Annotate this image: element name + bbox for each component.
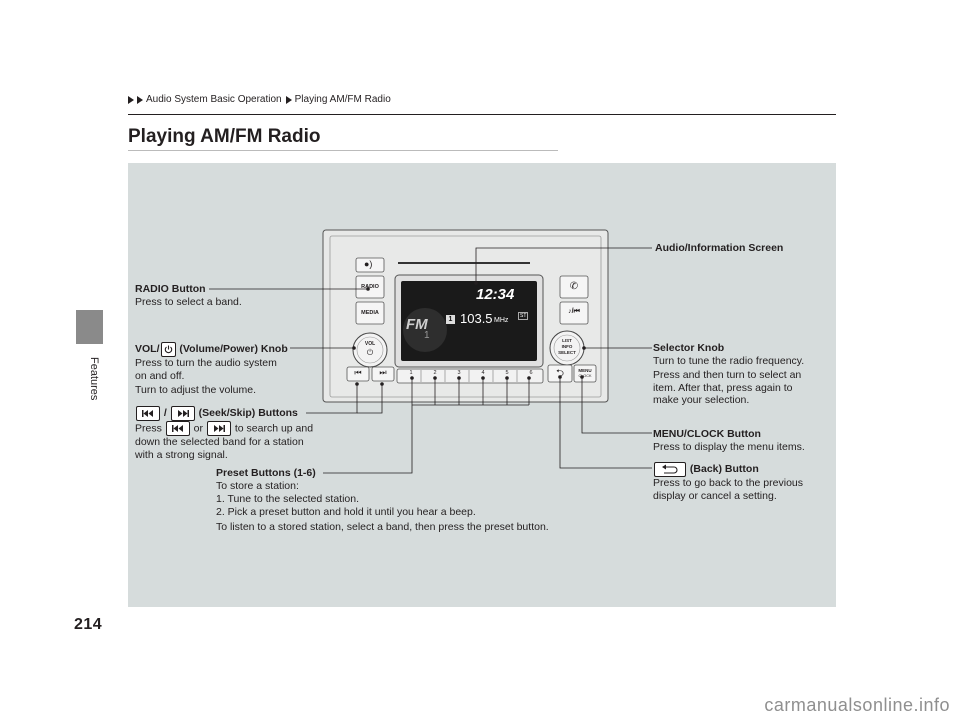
callout-radio: RADIO Button Press to select a band. xyxy=(135,283,242,308)
header-rule xyxy=(128,114,836,115)
callout-vol-prefix: VOL/ xyxy=(135,343,160,356)
callout-radio-desc: Press to select a band. xyxy=(135,295,242,308)
page-number: 214 xyxy=(74,616,103,633)
breadcrumb-item[interactable]: Playing AM/FM Radio xyxy=(294,94,391,105)
callout-selector-title: Selector Knob xyxy=(653,342,725,354)
selector-knob-select: SELECT xyxy=(558,350,576,355)
callout-vol-suffix: (Volume/Power) Knob xyxy=(176,343,288,356)
preset-button-4[interactable]: 4 xyxy=(481,370,485,376)
seek-down-icon xyxy=(136,406,160,421)
back-icon xyxy=(654,462,686,477)
callout-screen-title: Audio/Information Screen xyxy=(655,242,784,254)
callout-selector-line2: Press and then turn to select an xyxy=(653,369,802,381)
screen-band: FM xyxy=(406,316,428,333)
selector-knob-info: INFO xyxy=(561,344,573,349)
preset-button-6[interactable]: 6 xyxy=(529,370,533,376)
power-icon: ⏻ xyxy=(366,348,374,357)
seek-down-icon[interactable]: ⏮ xyxy=(354,368,362,377)
callout-screen: Audio/Information Screen xyxy=(655,242,783,255)
callout-vol-line3: Turn to adjust the volume. xyxy=(135,384,257,396)
screen-unit: MHz xyxy=(494,317,509,324)
radio-button[interactable]: RADIO xyxy=(361,284,379,290)
callout-selector-line1: Turn to tune the radio frequency. xyxy=(653,354,805,367)
callout-preset-title: Preset Buttons (1-6) xyxy=(216,467,316,479)
callout-seek-l1-or: or xyxy=(190,422,206,435)
callout-preset-line4: To listen to a stored station, select a … xyxy=(216,521,549,533)
screen-clock: 12:34 xyxy=(476,286,515,303)
callout-preset-line1: To store a station: xyxy=(216,479,299,492)
preset-button-2[interactable]: 2 xyxy=(433,370,437,376)
callout-selector-line4: make your selection. xyxy=(653,394,750,406)
callout-seek: / (Seek/Skip) Buttons Press or to search… xyxy=(135,406,313,461)
screen-preset-badge: 1 xyxy=(446,315,455,324)
callout-vol-line1: Press to turn the audio system xyxy=(135,357,277,369)
callout-preset-line3: 2. Pick a preset button and hold it unti… xyxy=(216,505,476,518)
vol-knob-label[interactable]: VOL xyxy=(364,341,376,347)
callout-back-suffix: (Back) Button xyxy=(687,463,759,476)
callout-vol: VOL/ (Volume/Power) Knob Press to turn t… xyxy=(135,342,288,397)
selector-knob-list[interactable]: LIST xyxy=(562,338,572,343)
breadcrumb-arrow-icon xyxy=(137,95,143,104)
callout-menu-title: MENU/CLOCK Button xyxy=(653,428,761,440)
seek-up-icon xyxy=(170,406,195,421)
preset-button-1[interactable]: 1 xyxy=(409,370,413,376)
callout-seek-l1-prefix: Press xyxy=(135,422,165,435)
clock-button-label: CLOCK xyxy=(578,374,592,378)
screen-sub-band: 1 xyxy=(424,330,430,341)
seek-down-icon xyxy=(165,421,190,436)
callout-selector: Selector Knob Turn to tune the radio fre… xyxy=(653,342,804,407)
callout-back-line2: display or cancel a setting. xyxy=(653,489,777,502)
phone-icon[interactable]: ✆ xyxy=(569,281,579,292)
callout-radio-title: RADIO Button xyxy=(135,283,206,295)
callout-menu-desc: Press to display the menu items. xyxy=(653,440,805,453)
preset-button-3[interactable]: 3 xyxy=(457,370,461,376)
back-button-icon[interactable]: ⮌ xyxy=(555,368,564,379)
media-button[interactable]: MEDIA xyxy=(361,310,379,316)
callout-seek-line3: with a strong signal. xyxy=(135,448,228,461)
title-rule xyxy=(128,150,558,151)
seek-up-icon xyxy=(206,421,231,436)
breadcrumb: Audio System Basic Operation Playing AM/… xyxy=(128,94,391,105)
callout-seek-sep: / xyxy=(163,407,167,420)
sidebar: Features 214 xyxy=(0,0,104,722)
callout-seek-suffix: (Seek/Skip) Buttons xyxy=(195,407,298,420)
callout-menu: MENU/CLOCK Button Press to display the m… xyxy=(653,428,805,453)
watermark: carmanualsonline.info xyxy=(764,695,950,715)
preset-button-5[interactable]: 5 xyxy=(505,370,509,376)
callout-seek-line2: down the selected band for a station xyxy=(135,436,304,448)
callout-preset-line2: 1. Tune to the selected station. xyxy=(216,493,360,505)
breadcrumb-arrow-icon xyxy=(285,95,292,104)
breadcrumb-item[interactable]: Audio System Basic Operation xyxy=(146,94,282,105)
screen-stereo-icon: ST xyxy=(518,312,529,320)
callout-back: (Back) Button Press to go back to the pr… xyxy=(653,462,803,502)
power-icon xyxy=(160,342,176,357)
callout-selector-line3: item. After that, press again to xyxy=(653,381,793,394)
talk-icon[interactable]: ♪/⏮ xyxy=(568,308,580,315)
seek-up-icon[interactable]: ⏭ xyxy=(379,368,387,377)
callout-vol-line2: on and off. xyxy=(135,369,185,382)
breadcrumb-arrow-icon xyxy=(128,95,134,104)
section-tab xyxy=(76,310,103,344)
callout-seek-l1-suffix: to search up and xyxy=(231,422,314,435)
hazard-button-icon[interactable]: ●) xyxy=(364,259,373,269)
screen-frequency: 103.5 xyxy=(460,311,493,326)
callout-back-line1: Press to go back to the previous xyxy=(653,477,803,489)
callout-preset: Preset Buttons (1-6) To store a station:… xyxy=(216,467,549,534)
menu-button[interactable]: MENU xyxy=(578,368,592,373)
page-title: Playing AM/FM Radio xyxy=(128,126,321,147)
preset-buttons: 1 2 3 4 5 6 xyxy=(399,370,543,376)
